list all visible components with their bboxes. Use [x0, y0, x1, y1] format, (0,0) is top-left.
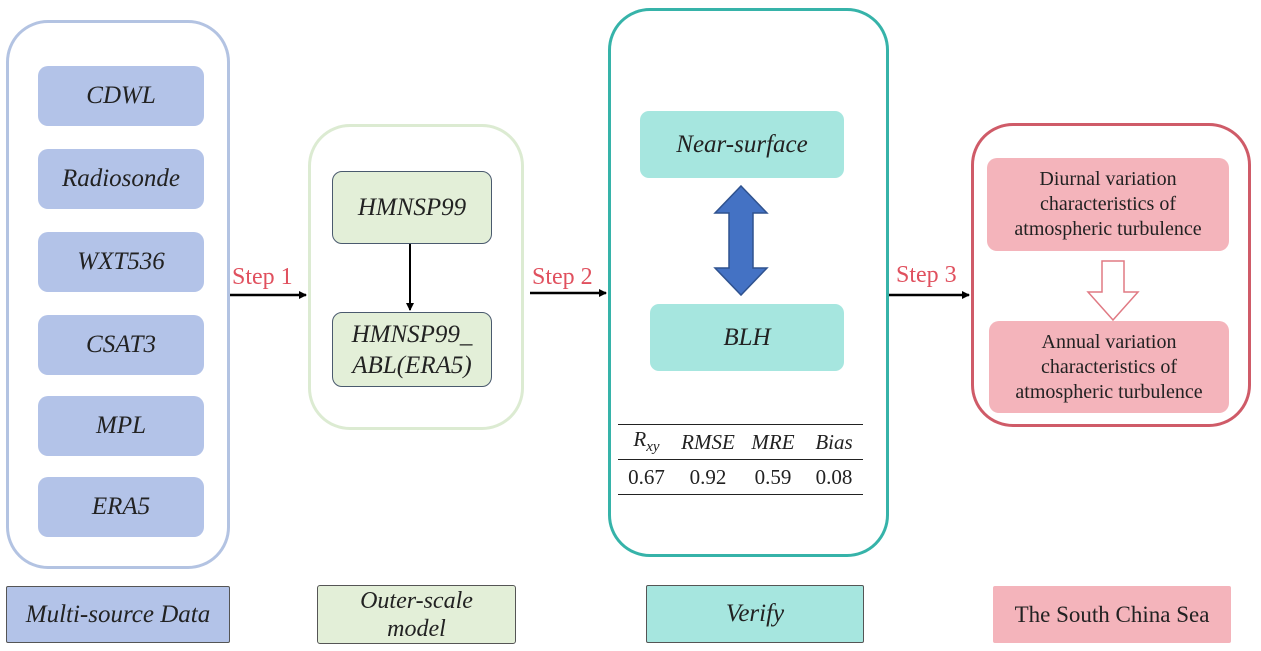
metric-header-r-subscript: xy — [646, 439, 660, 456]
metric-header-r: R — [633, 427, 647, 452]
result-annual: Annual variation characteristics of atmo… — [989, 321, 1229, 413]
verify-near-surface: Near-surface — [640, 111, 844, 178]
label-multi-source-data: Multi-source Data — [6, 586, 230, 643]
model-hmnsp99-abl: HMNSP99_ ABL(ERA5) — [332, 312, 492, 387]
result-diurnal-line3: atmospheric turbulence — [1014, 218, 1202, 240]
metrics-value-row: 0.67 0.92 0.59 0.08 — [618, 459, 863, 495]
metric-header-rxy: Rxy — [618, 424, 675, 460]
step-1-label: Step 1 — [232, 264, 293, 290]
label-outer-scale-model-line2: model — [387, 615, 446, 642]
metric-value-bias: 0.08 — [805, 459, 863, 495]
source-csat3: CSAT3 — [38, 315, 204, 375]
source-cdwl: CDWL — [38, 66, 204, 126]
hollow-down-arrow-icon — [1086, 260, 1140, 322]
metrics-header-row: Rxy RMSE MRE Bias — [618, 424, 863, 460]
metric-header-bias: Bias — [805, 424, 863, 460]
model-hmnsp99: HMNSP99 — [332, 171, 492, 244]
label-outer-scale-model: Outer-scale model — [317, 585, 516, 644]
label-outer-scale-model-line1: Outer-scale — [360, 587, 473, 614]
verify-blh: BLH — [650, 304, 844, 371]
result-annual-line3: atmospheric turbulence — [1015, 380, 1203, 403]
metric-value-rxy: 0.67 — [618, 459, 675, 495]
model-hmnsp99-abl-line1: HMNSP99_ — [351, 320, 473, 348]
double-arrow-icon — [713, 184, 769, 297]
result-diurnal-line2: characteristics of — [1039, 193, 1177, 215]
model-hmnsp99-abl-line2: ABL(ERA5) — [352, 351, 472, 379]
source-era5: ERA5 — [38, 477, 204, 537]
metric-value-mre: 0.59 — [741, 459, 805, 495]
source-wxt536: WXT536 — [38, 232, 204, 292]
result-annual-line1: Annual variation — [1041, 330, 1177, 353]
source-mpl: MPL — [38, 396, 204, 456]
metrics-table: Rxy RMSE MRE Bias 0.67 0.92 0.59 0.08 — [618, 424, 863, 495]
result-diurnal-line1: Diurnal variation — [1039, 168, 1177, 190]
metric-header-rmse: RMSE — [675, 424, 741, 460]
label-verify: Verify — [646, 585, 864, 643]
result-diurnal: Diurnal variation characteristics of atm… — [987, 158, 1229, 251]
metric-value-rmse: 0.92 — [675, 459, 741, 495]
metric-header-mre: MRE — [741, 424, 805, 460]
step-3-label: Step 3 — [896, 262, 957, 288]
source-radiosonde: Radiosonde — [38, 149, 204, 209]
label-south-china-sea: The South China Sea — [993, 586, 1231, 643]
result-annual-line2: characteristics of — [1040, 355, 1178, 378]
step-2-label: Step 2 — [532, 264, 593, 290]
